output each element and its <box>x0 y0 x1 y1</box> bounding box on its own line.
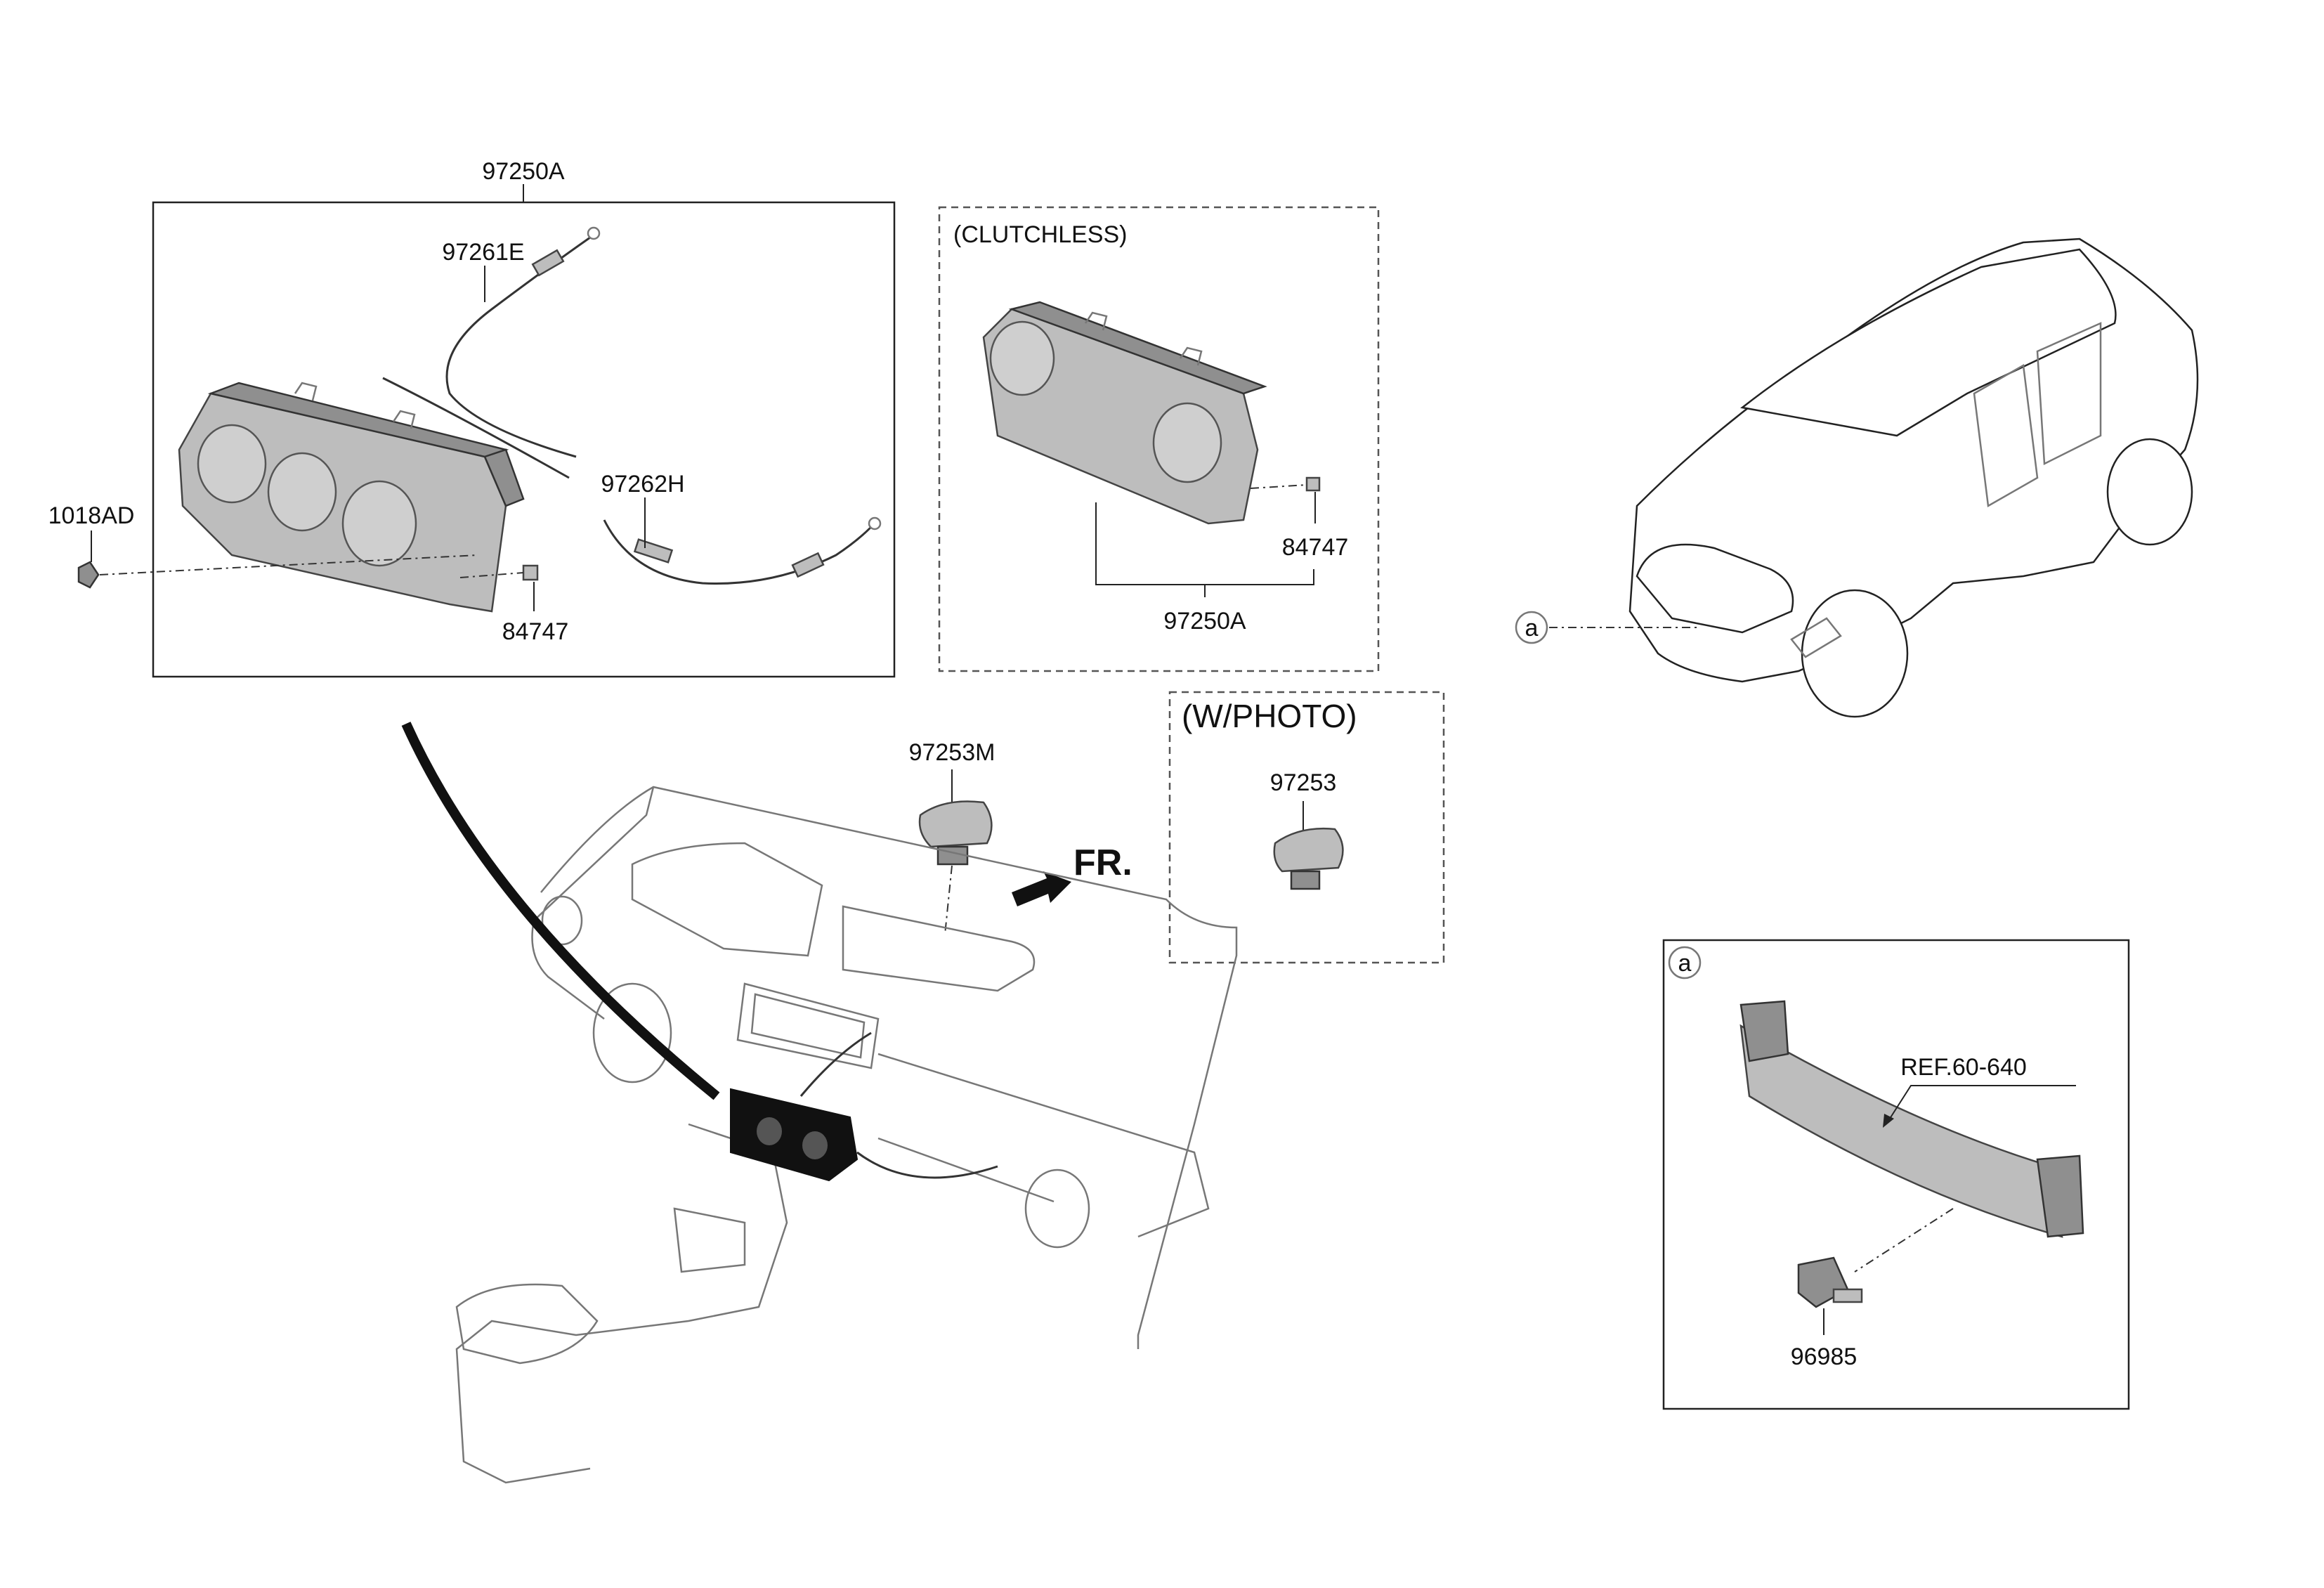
callout-car-label[interactable]: a <box>1525 615 1539 642</box>
callout-detail-label[interactable]: a <box>1678 950 1692 977</box>
dashboard-illustration <box>401 722 1238 1484</box>
circle-letter-icon-detail <box>1668 946 1702 980</box>
sensor-97253m-group: 97253M <box>909 739 995 935</box>
sensor-96985-dash <box>1854 1208 1954 1273</box>
screen <box>750 993 866 1059</box>
knob-left <box>197 424 267 504</box>
label-97262h[interactable]: 97262H <box>601 471 684 497</box>
control-unit-tab-1 <box>294 382 318 401</box>
dashboard-knob-1 <box>757 1117 782 1145</box>
label-1018ad[interactable]: 1018AD <box>48 502 135 529</box>
dashboard-knob-2 <box>802 1131 828 1159</box>
car-front-wheel <box>1801 589 1909 718</box>
photo-sensor-base <box>1290 870 1321 890</box>
label-97250a-main[interactable]: 97250A <box>482 158 565 185</box>
label-97261e[interactable]: 97261E <box>442 239 524 266</box>
screw-1018ad <box>77 554 478 589</box>
glovebox-line <box>877 1137 1055 1203</box>
bumper-beam <box>1739 1024 2063 1238</box>
knob-middle <box>267 452 337 532</box>
dash-right-panel <box>877 1053 1210 1238</box>
instrument-cluster-hood <box>631 842 823 957</box>
steering-column <box>592 982 672 1083</box>
leader-ref-arrow <box>1883 1114 1894 1128</box>
heater-control-unit-main <box>178 382 525 613</box>
label-96985[interactable]: 96985 <box>1791 1343 1858 1370</box>
clutchless-group: (CLUTCHLESS) 84747 97250A <box>938 206 1380 672</box>
armrest <box>455 1283 599 1365</box>
cable-97262h-clamp <box>633 538 674 564</box>
car-windshield-roof <box>1740 248 2117 437</box>
left-vent <box>541 895 583 946</box>
detail-a-frame <box>1662 939 2130 1410</box>
knob-right <box>341 480 417 567</box>
leader-ref <box>1888 1085 2076 1121</box>
screw-dash-line <box>99 554 478 575</box>
car-front-door <box>1973 363 2039 508</box>
clip-clutchless <box>1305 476 1321 492</box>
upper-glovebox-line <box>842 905 1036 992</box>
bumper-beam-right-bracket <box>2036 1154 2084 1238</box>
control-cables <box>382 226 882 585</box>
cable-97262h <box>603 519 873 585</box>
front-marker: FR. <box>1012 842 1132 906</box>
car-rear-wheel <box>2106 438 2193 546</box>
arrow-right-icon <box>1012 871 1071 906</box>
label-84747-main[interactable]: 84747 <box>502 618 569 645</box>
cable-rod <box>382 377 570 479</box>
screw-head <box>77 561 100 589</box>
clutchless-knob-right <box>1152 402 1222 483</box>
cable-97261e <box>445 236 591 458</box>
label-97250a-clutchless[interactable]: 97250A <box>1163 608 1246 634</box>
control-unit-side <box>483 448 525 507</box>
sensor-97253m-cap <box>918 800 993 848</box>
photo-frame <box>1168 691 1445 964</box>
center-console <box>455 1123 788 1484</box>
clip-clutchless-dash <box>1250 484 1307 489</box>
clip-main <box>522 564 539 581</box>
bumper-beam-left-bracket <box>1739 1000 1789 1062</box>
photo-sensor-group: (W/PHOTO) 97253 <box>1168 691 1445 964</box>
dashboard-control-unit-highlight <box>730 1088 859 1182</box>
clip-84747-main <box>459 564 539 581</box>
heater-control-unit-clutchless <box>982 301 1267 525</box>
clutchless-unit-top <box>1008 301 1267 395</box>
shifter-area <box>673 1207 746 1273</box>
clutchless-frame <box>938 206 1380 672</box>
clutchless-title[interactable]: (CLUTCHLESS) <box>953 221 1127 248</box>
sensor-97253m-dash <box>944 865 953 935</box>
clutchless-tab-1 <box>1084 311 1108 331</box>
photo-sensor-cap <box>1273 827 1344 873</box>
photo-sensor-part <box>1273 827 1344 890</box>
control-unit-tab-2 <box>392 410 416 429</box>
cable-97261e-end <box>587 226 601 240</box>
dashboard-cable-2 <box>856 1151 998 1179</box>
front-marker-label[interactable]: FR. <box>1073 842 1132 883</box>
cable-97262h-end <box>868 516 882 531</box>
car-headlight <box>1790 617 1842 658</box>
label-97253m[interactable]: 97253M <box>909 739 995 766</box>
dashboard-top-edge <box>540 786 1238 1349</box>
label-ref[interactable]: REF.60-640 <box>1900 1054 2027 1081</box>
clutchless-knob-left <box>989 320 1055 396</box>
clutchless-tab-2 <box>1179 346 1203 366</box>
detail-a-group: a REF.60-640 96985 <box>1662 939 2130 1410</box>
ambient-sensor-plug <box>1832 1288 1863 1303</box>
circle-letter-icon <box>1515 611 1548 644</box>
vehicle-illustration: a <box>1515 237 2199 718</box>
main-assembly-group: 97250A 97261E 97262H <box>48 158 896 678</box>
right-vent <box>1024 1169 1090 1249</box>
car-grille <box>1636 543 1794 634</box>
photo-title[interactable]: (W/PHOTO) <box>1182 698 1357 734</box>
screen-frame <box>736 982 880 1069</box>
cable-97261e-clamp <box>531 249 565 277</box>
car-rear-door <box>2036 322 2102 465</box>
dashboard-cable-1 <box>799 1031 872 1097</box>
label-84747-clutchless[interactable]: 84747 <box>1282 534 1349 561</box>
cable-97262h-end-clamp <box>791 552 825 578</box>
label-97253[interactable]: 97253 <box>1270 769 1337 796</box>
clip-dash-line <box>459 572 524 578</box>
callout-arc <box>401 722 720 1100</box>
